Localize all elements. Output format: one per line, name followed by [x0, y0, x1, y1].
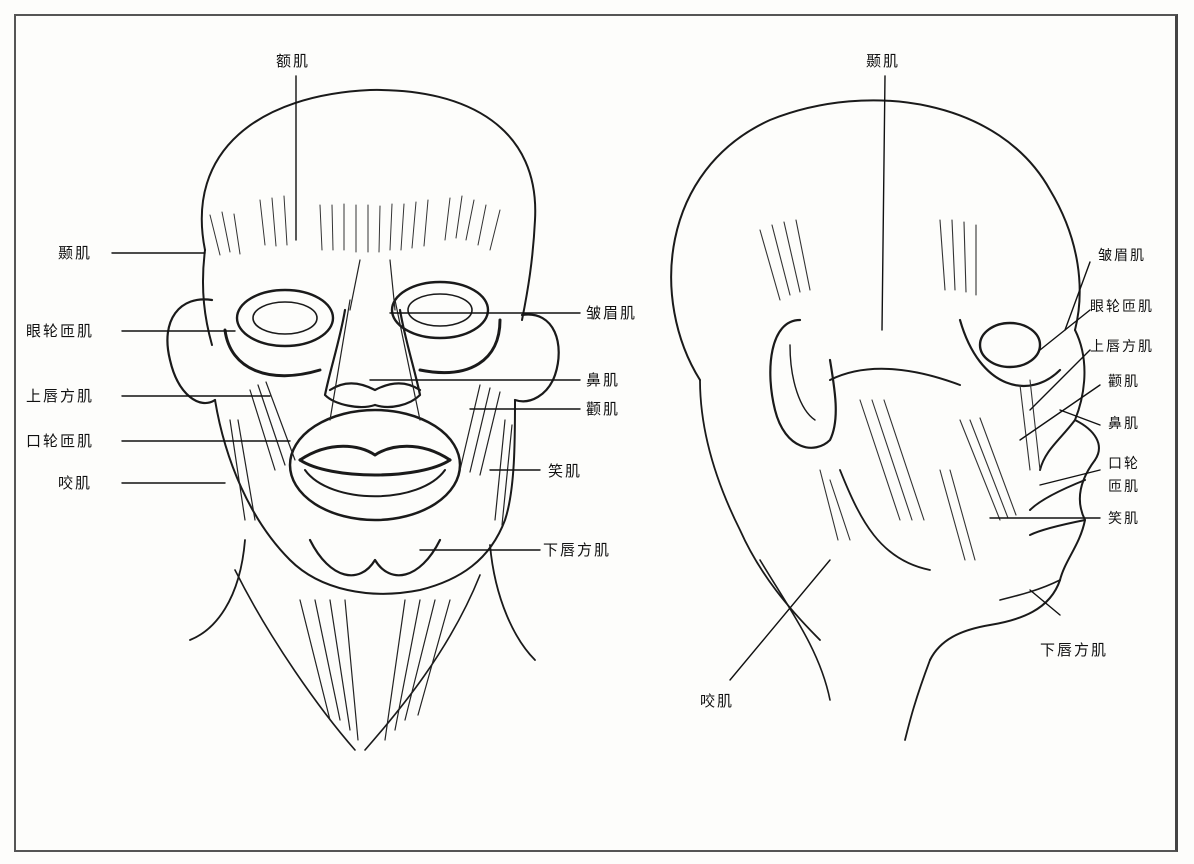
front-mouth [290, 410, 460, 520]
side-fibres [760, 220, 1040, 560]
label-nasalis-front: 鼻肌 [586, 371, 620, 389]
label-temporalis-side: 颞肌 [866, 52, 900, 70]
front-nose [325, 310, 420, 407]
label-zygomaticus-front: 颧肌 [586, 400, 620, 418]
label-depressor-labii-front: 下唇方肌 [543, 541, 611, 559]
front-chin [310, 540, 440, 575]
label-temporalis-front: 颞肌 [58, 244, 92, 262]
label-levator-labii-side: 上唇方肌 [1090, 338, 1154, 356]
label-corrugator-front: 皱眉肌 [586, 304, 637, 322]
label-orbicularis-oculi-front: 眼轮匝肌 [26, 322, 94, 340]
front-frontalis-fibres [210, 196, 500, 255]
front-head [167, 90, 558, 750]
label-nasalis-side: 鼻肌 [1108, 415, 1140, 433]
label-zygomaticus-side: 颧肌 [1108, 373, 1140, 391]
label-levator-labii-front: 上唇方肌 [26, 387, 94, 405]
label-risorius-side: 笑肌 [1108, 510, 1140, 528]
label-depressor-labii-side: 下唇方肌 [1040, 641, 1108, 659]
label-orbicularis-oris-side-1: 口轮 [1108, 455, 1140, 473]
label-orbicularis-oculi-side: 眼轮匝肌 [1090, 298, 1154, 316]
front-eyes [225, 282, 500, 376]
label-frontalis-front: 额肌 [276, 52, 310, 70]
label-masseter-side: 咬肌 [700, 692, 734, 710]
label-orbicularis-oris-front: 口轮匝肌 [26, 432, 94, 450]
label-risorius-front: 笑肌 [548, 462, 582, 480]
label-masseter-front: 咬肌 [58, 474, 92, 492]
label-orbicularis-oris-side-2: 匝肌 [1108, 478, 1140, 496]
label-corrugator-side: 皱眉肌 [1098, 247, 1146, 265]
